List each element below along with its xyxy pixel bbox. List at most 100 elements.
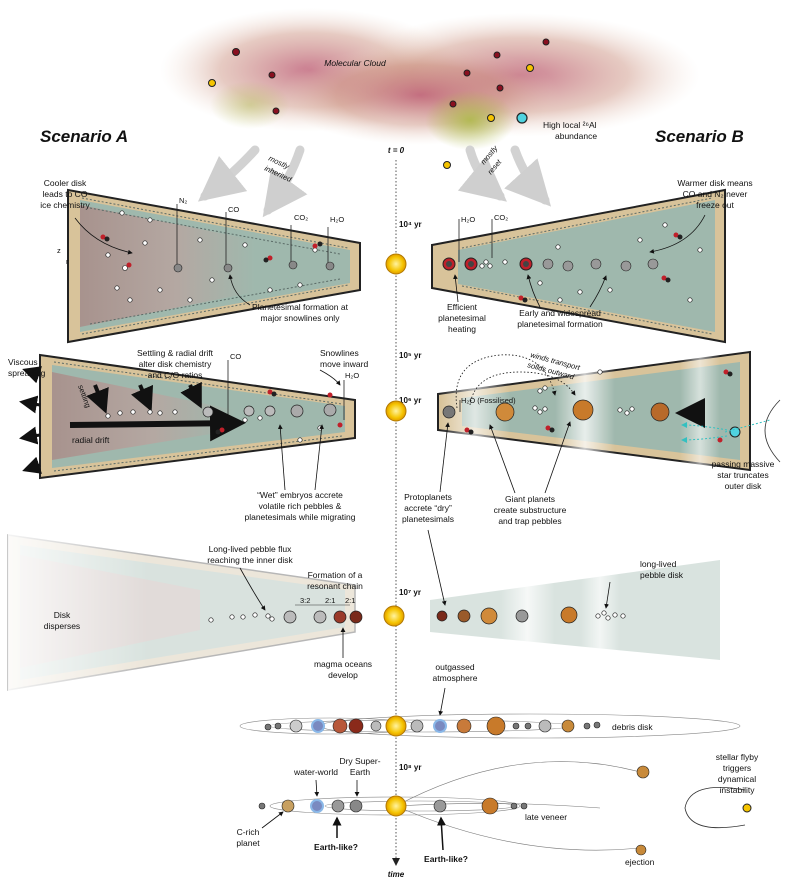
viscous-1: Viscous [8, 357, 38, 367]
cool-1: Cooler disk [44, 178, 87, 188]
row3-a-labels: Long-lived pebble flux reaching the inne… [44, 544, 372, 680]
tick-1e4: 10⁴ yr [399, 220, 422, 229]
early-1: Early and widespread [519, 308, 601, 318]
flyby-3: dynamical [718, 774, 756, 784]
water-world: water-world [293, 767, 338, 777]
planetesimals-b1 [542, 258, 659, 272]
tick-1e7: 10⁷ yr [399, 588, 421, 597]
snowmove-2: move inward [320, 359, 368, 369]
row3-b-labels: long-lived pebble disk [427, 529, 684, 609]
alter-2: alter disk chemistry [139, 359, 212, 369]
radial-drift: radial drift [72, 435, 110, 445]
flux-1: Long-lived pebble flux [209, 544, 292, 554]
ejection: ejection [625, 857, 655, 867]
debris-label: debris disk [612, 722, 653, 732]
tick-1e5: 10⁵ yr [399, 351, 421, 360]
viscous-arrows [19, 366, 43, 474]
planetesimals-a1 [173, 260, 335, 273]
tick-1e6: 10⁶ yr [399, 396, 421, 405]
cloud-title: Molecular Cloud [324, 58, 386, 68]
crich-1: C-rich [237, 827, 260, 837]
molecules-a1 [100, 234, 323, 271]
earth-like-b: Earth-like? [424, 854, 468, 864]
row3-a-objects: 3:2 2:1 2:1 [208, 596, 363, 624]
axis-z: z [57, 246, 61, 255]
early-2: planetesimal formation [517, 319, 603, 329]
ratio-3: 2:1 [345, 596, 355, 605]
warm-3: freeze out [696, 200, 734, 210]
al-label-2: abundance [555, 131, 597, 141]
wet-3: planetesimals while migrating [244, 512, 355, 522]
magma-2: develop [328, 670, 358, 680]
planets-b2 [442, 399, 670, 422]
molecules-b1 [518, 232, 683, 303]
scenario-a-title: Scenario A [40, 127, 128, 146]
flyby-2: triggers [723, 763, 751, 773]
ratio-2: 2:1 [325, 596, 335, 605]
proto-2: accrete “dry” [404, 503, 452, 513]
outgas-2: atmosphere [433, 673, 478, 683]
inheritance-arrows [197, 145, 552, 218]
proto-1: Protoplanets [404, 492, 452, 502]
disp-1: Disk [54, 610, 71, 620]
snowline-h2o-a: H₂O [330, 215, 344, 224]
heat-3: heating [448, 324, 476, 334]
molecular-cloud: Molecular Cloud High local ²⁶Al abundanc… [160, 8, 700, 169]
snowline-co2-b: CO₂ [494, 213, 508, 222]
time-label: time [388, 870, 405, 879]
row1-b-labels: Warmer disk means CO and N₂ never freeze… [438, 178, 753, 334]
giants-2: create substructure [494, 505, 567, 515]
timeline: t = 0 10⁴ yr 10⁵ yr 10⁶ yr 10⁷ yr 10⁸ yr… [388, 146, 422, 879]
al-label-1: High local ²⁶Al [543, 120, 597, 130]
sun-row1 [385, 253, 407, 275]
sun-row3 [383, 605, 405, 627]
res-2: resonant chain [307, 581, 363, 591]
outgas-1: outgassed [435, 662, 474, 672]
magma-1: magma oceans [314, 659, 372, 669]
plan-1: Planetesimal formation at [252, 302, 349, 312]
disk-b-mid: H₂O (Fossilised) [437, 350, 751, 472]
embryos-a2 [202, 403, 337, 418]
flyby-1: stellar flyby [716, 752, 759, 762]
axis-r: r [66, 257, 69, 266]
row5-labels: water-world Dry Super- Earth C-rich plan… [236, 752, 759, 867]
disk-b-early: H₂O CO₂ [431, 188, 726, 344]
molecules-b2 [464, 369, 733, 443]
pebbles-a1 [105, 210, 318, 303]
disp-2: disperses [44, 621, 80, 631]
sun-row2 [385, 400, 407, 422]
ratio-1: 3:2 [300, 596, 310, 605]
cloud-stars [208, 38, 550, 169]
disk-b-late [430, 560, 720, 665]
passing-star [729, 426, 741, 438]
plan-2: major snowlines only [261, 313, 341, 323]
proto-3: planetesimals [402, 514, 454, 524]
res-1: Formation of a [308, 570, 363, 580]
wet-1: “Wet” embryos accrete [257, 490, 343, 500]
tick-1e8: 10⁸ yr [399, 763, 421, 772]
row4-systems: outgassed atmosphere debris disk [239, 662, 741, 739]
molecules-a2 [215, 389, 343, 435]
t-zero: t = 0 [388, 146, 405, 155]
flux-2: reaching the inner disk [207, 555, 293, 565]
ll-1: long-lived [640, 559, 677, 569]
disk-a-mid: CO H₂O radial drift settling [39, 352, 359, 480]
dry-1: Dry Super- [339, 756, 380, 766]
warm-1: Warmer disk means [677, 178, 752, 188]
ll-2: pebble disk [640, 570, 684, 580]
crich-2: planet [236, 838, 260, 848]
warm-2: CO and N₂ never [683, 189, 748, 199]
row2-a-labels: Viscous spreading Settling & radial drif… [8, 348, 368, 522]
heated-planetesimals-b [442, 257, 533, 271]
row5-systems [258, 761, 752, 856]
snowline-co-a: CO [228, 205, 239, 214]
snowline-co2-a: CO₂ [294, 213, 308, 222]
giants-1: Giant planets [505, 494, 555, 504]
wet-2: volatile rich pebbles & [259, 501, 342, 511]
alter-3: and C/O ratios [148, 370, 203, 380]
flyby-4: instability [720, 785, 756, 795]
earth-like-a: Earth-like? [314, 842, 358, 852]
heat-2: planetesimal [438, 313, 486, 323]
